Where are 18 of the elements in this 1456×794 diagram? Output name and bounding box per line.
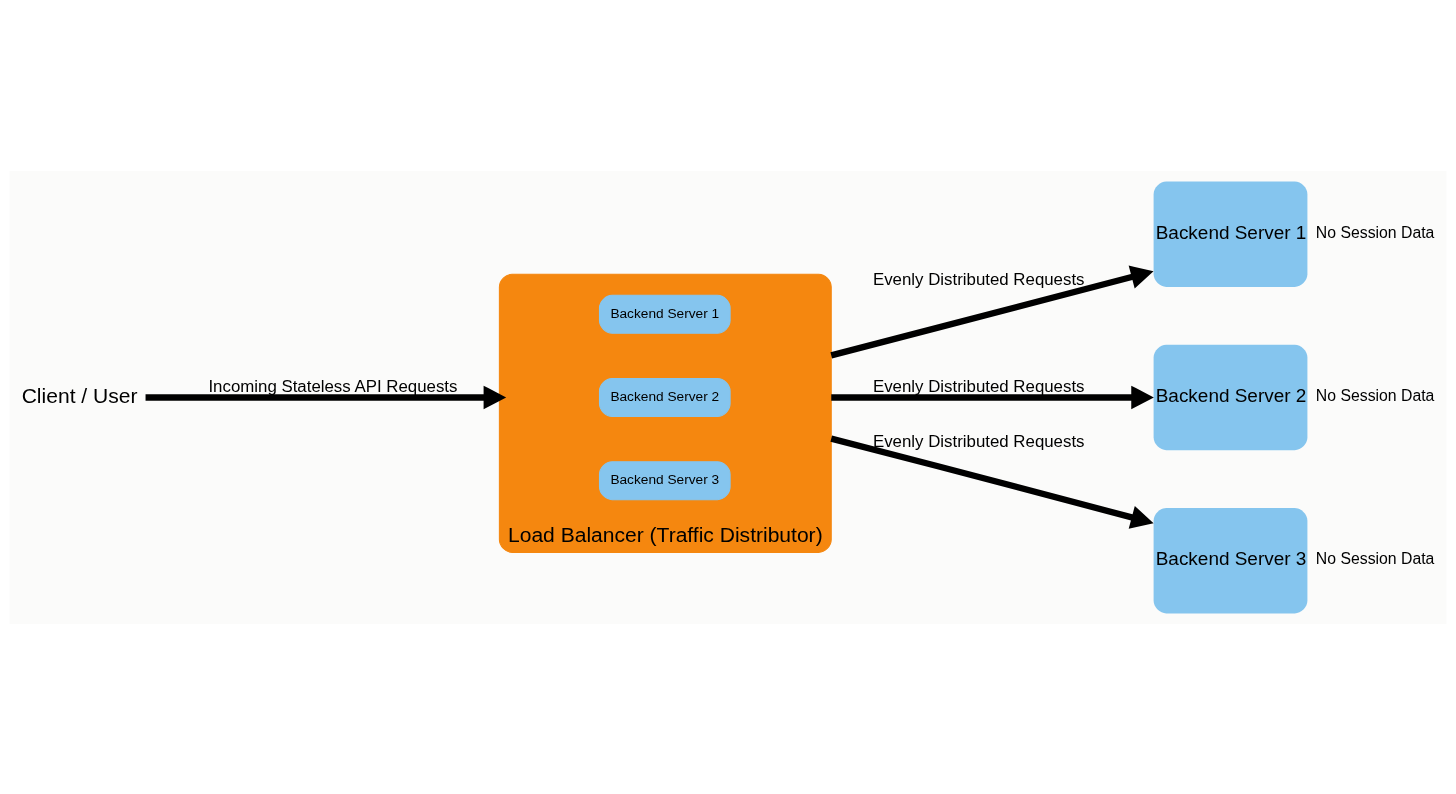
node-box: Backend Server 2 <box>598 377 731 417</box>
node-box: Backend Server 2 <box>1153 344 1308 450</box>
node-box: Backend Server 1 <box>598 294 731 334</box>
arrow <box>830 264 1154 358</box>
node-label: No Session Data <box>1315 549 1435 567</box>
arrow <box>145 385 507 409</box>
node-box: Backend Server 1 <box>1153 181 1308 287</box>
node-box: Backend Server 3 <box>598 460 731 500</box>
node-label: No Session Data <box>1315 223 1435 241</box>
node-label: No Session Data <box>1315 386 1435 404</box>
edge-label: Incoming Stateless API Requests <box>208 376 458 396</box>
arrow <box>831 385 1154 409</box>
edge-label: Evenly Distributed Requests <box>872 431 1085 451</box>
node-text: Client / User <box>21 383 138 407</box>
edge-label: Evenly Distributed Requests <box>872 376 1085 396</box>
node-box: Backend Server 3 <box>1153 507 1308 613</box>
arrow <box>830 435 1154 529</box>
edge-label: Evenly Distributed Requests <box>872 269 1085 289</box>
